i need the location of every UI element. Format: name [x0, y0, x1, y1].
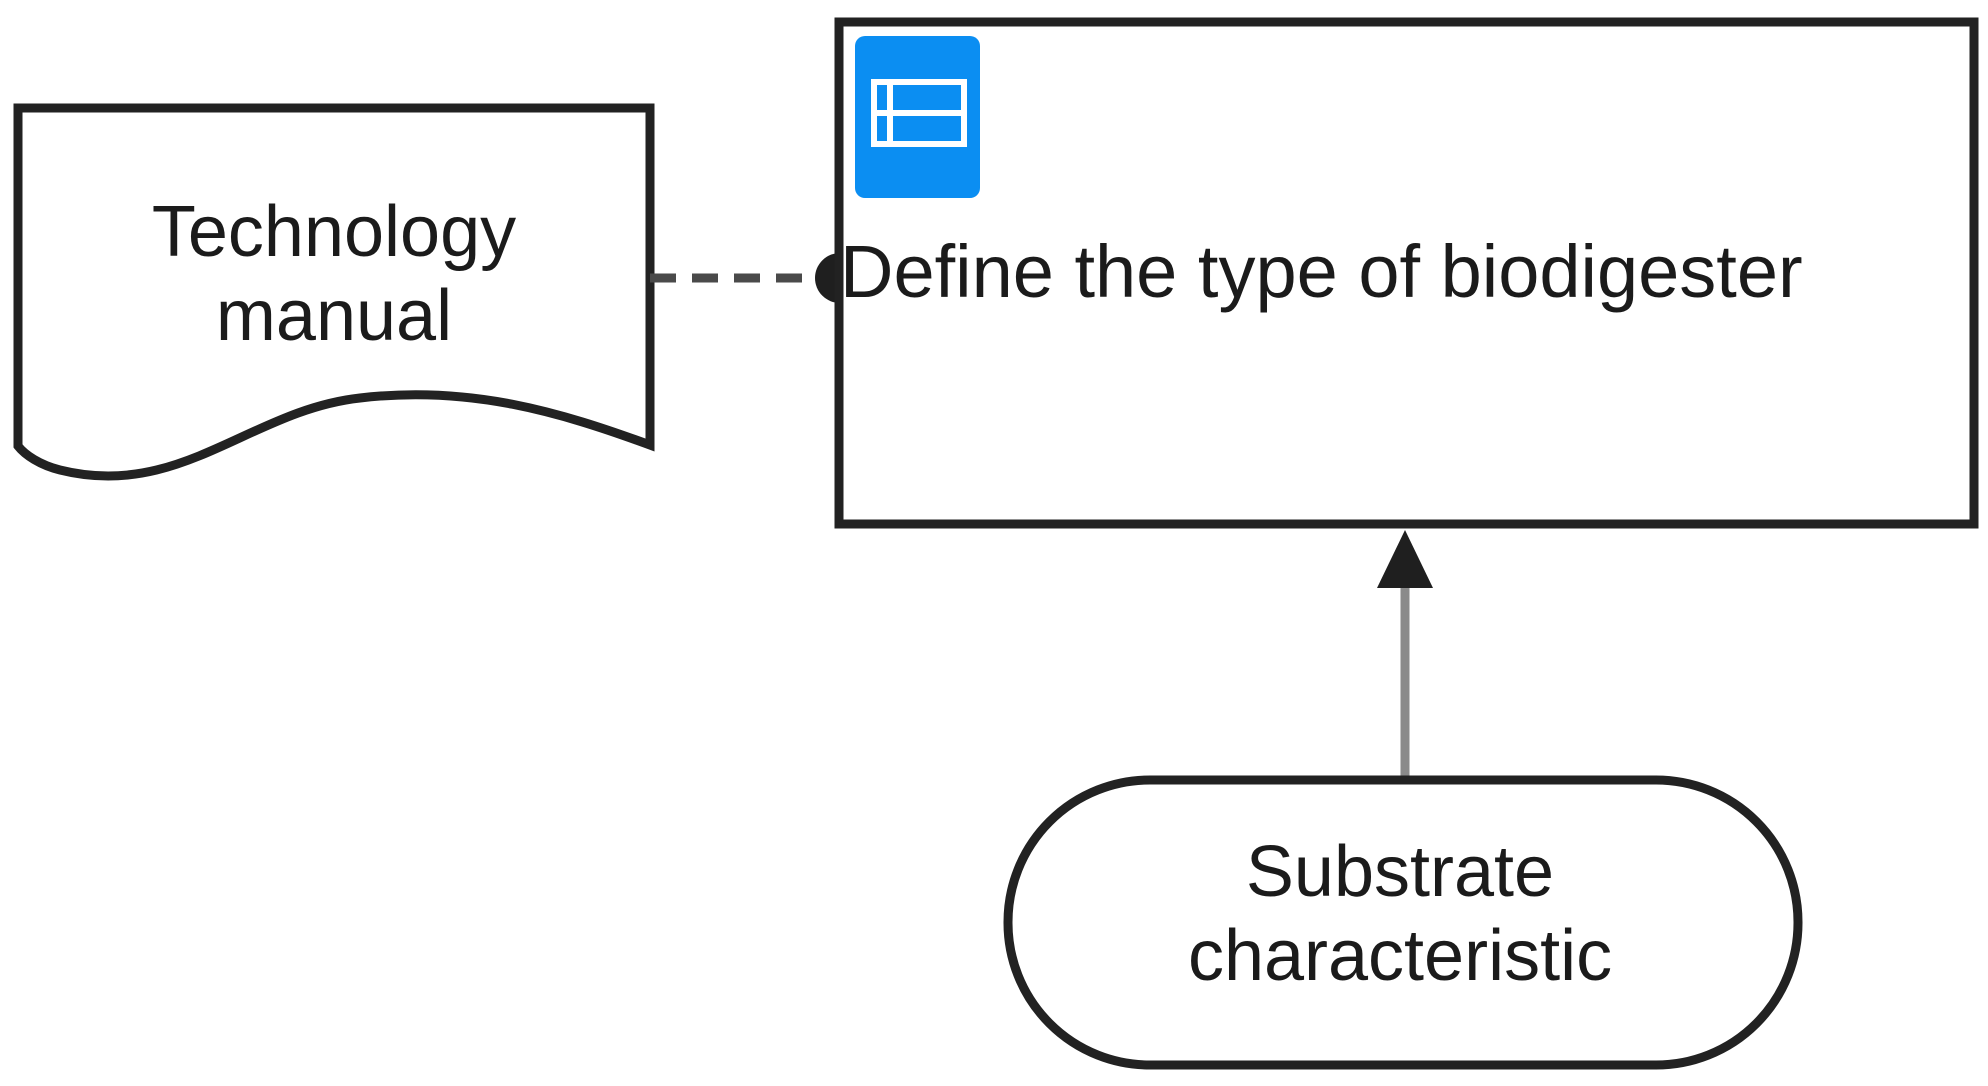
- document-shape: [13, 103, 655, 481]
- document-label: Technology manual: [151, 192, 517, 356]
- task-box[interactable]: [834, 17, 1979, 529]
- task-list-icon: [855, 36, 980, 198]
- input-arrowhead: [1377, 530, 1433, 588]
- input-label: Substrate characteristic: [1187, 832, 1613, 996]
- input-shape[interactable]: [1003, 775, 1803, 1070]
- task-label: Define the type of biodigester: [840, 230, 1803, 313]
